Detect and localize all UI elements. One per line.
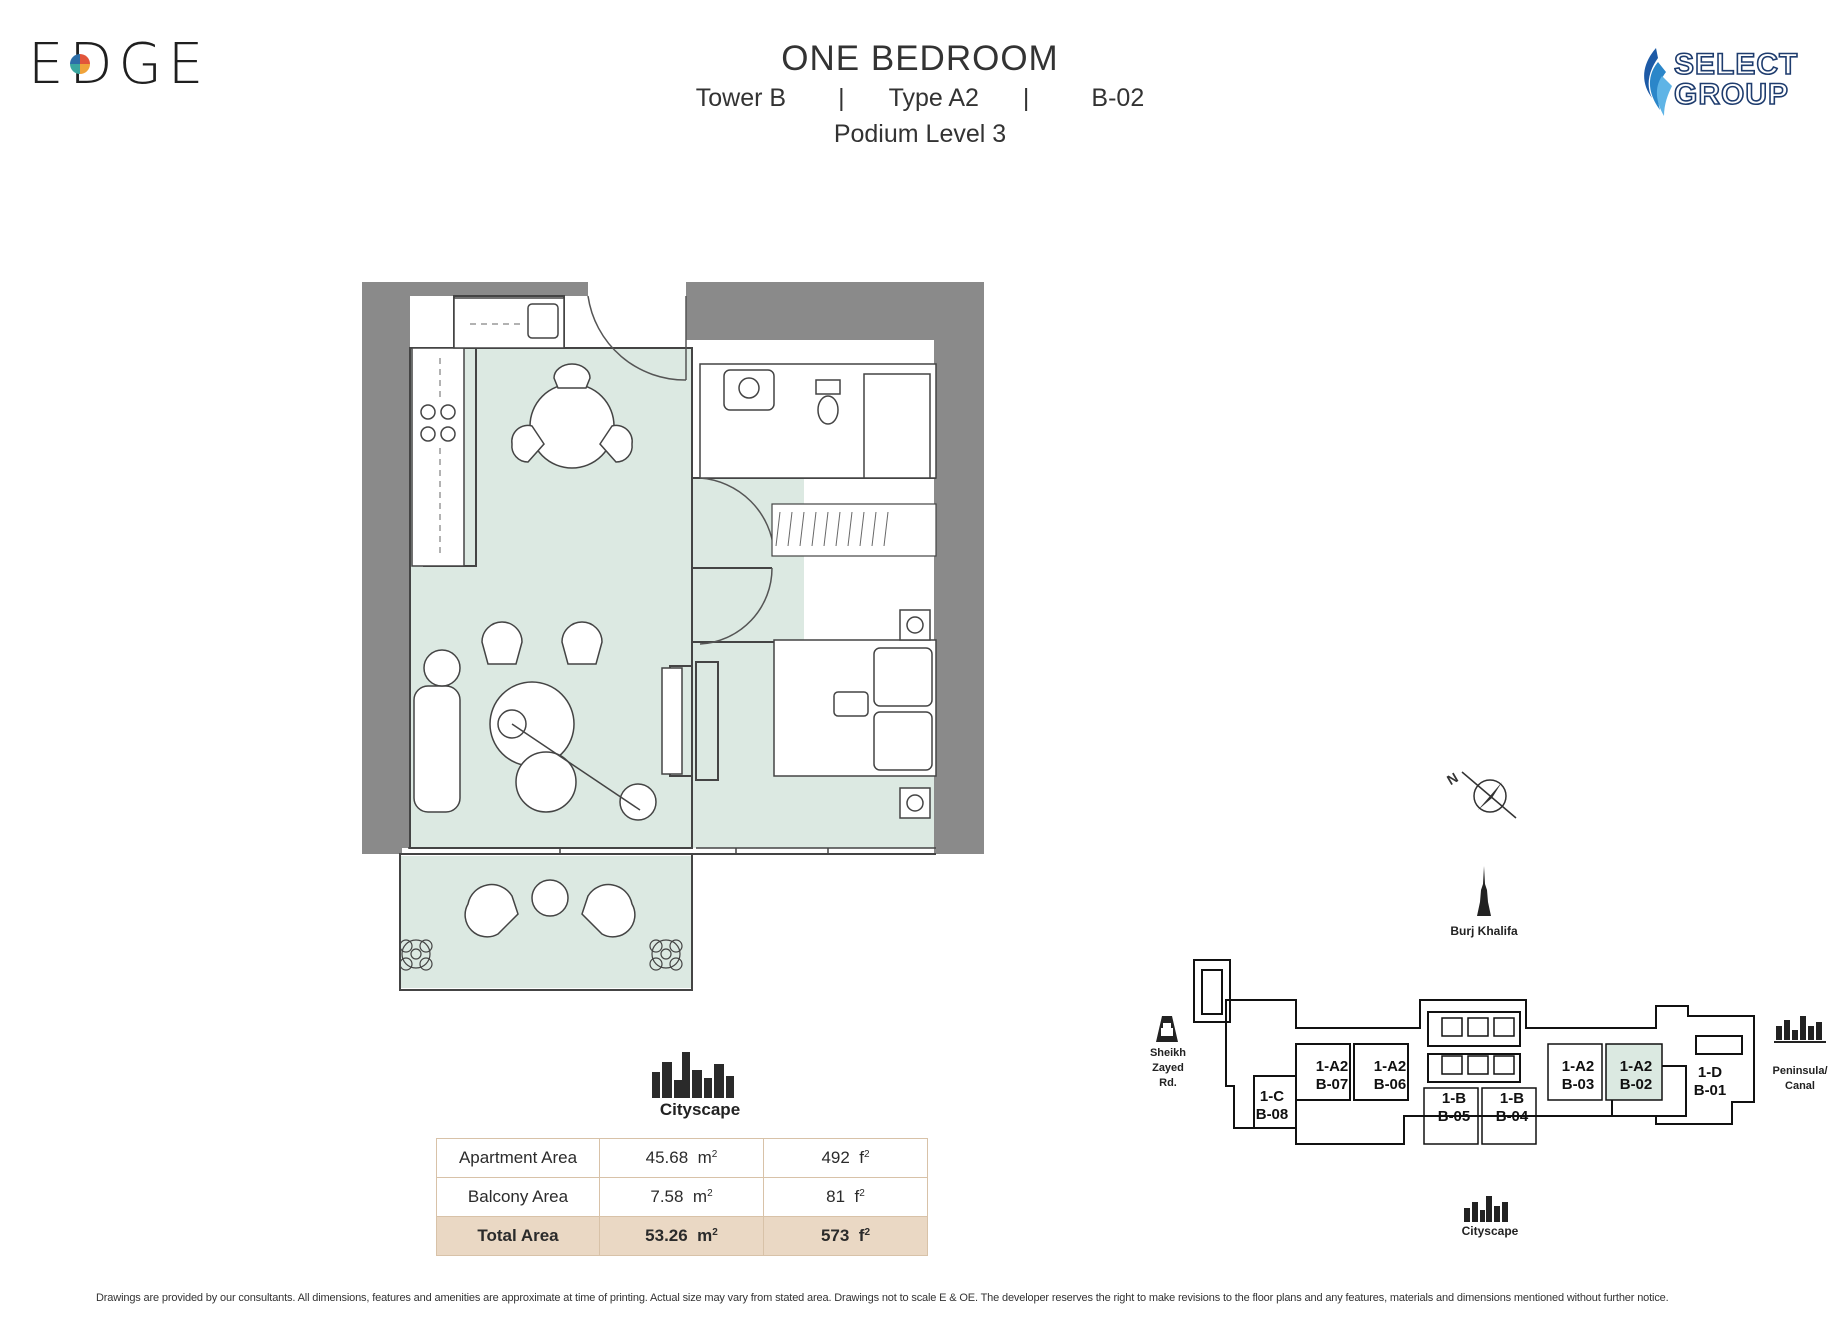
edge-logo-dot-icon [70,54,90,74]
table-row-total: Total Area 53.26 m2 573 f2 [436,1216,928,1256]
entry-door [587,295,687,381]
sqft-value: 81 [826,1187,846,1206]
page-title: ONE BEDROOM [781,39,1059,78]
wardrobe [771,503,937,557]
edge-logo-text: EDGE [28,32,210,97]
floor-plan [362,282,984,991]
compass-icon: N [1444,769,1517,819]
peninsula-skyline-icon [1774,1016,1826,1043]
unit-details: Tower B | Type A2 | B-02 [560,80,1280,116]
disclaimer: Drawings are provided by our consultants… [96,1292,1669,1304]
flame-icon [1644,48,1672,116]
area-table: Apartment Area 45.68 m2 492 f2 Balcony A… [436,1138,928,1256]
road-icon [1156,1016,1178,1042]
separator: | [838,84,845,112]
north-label: N [1444,769,1461,788]
row-label: Balcony Area [436,1177,600,1217]
select-logo-line2: GROUP [1673,78,1790,111]
kitchen [411,297,565,567]
row-label: Apartment Area [436,1138,600,1178]
bedroom-door [699,567,773,645]
peninsula-label-2: Canal [1785,1080,1815,1092]
separator: | [1022,84,1030,112]
table-row: Balcony Area 7.58 m2 81 f2 [436,1177,928,1217]
edge-logo: EDGE [28,32,210,97]
windows [408,847,936,855]
burj-khalifa-icon [1477,866,1491,916]
title-block: ONE BEDROOM Tower B | Type A2 | B-02 Podium … [560,38,1280,152]
balcony-furniture [464,879,636,938]
bathroom [699,363,937,479]
table-row: Apartment Area 45.68 m2 492 f2 [436,1138,928,1178]
sheikh-zayed-label-3: Rd. [1159,1077,1177,1089]
plant-icon [399,939,433,971]
living-furniture [413,621,683,821]
plant-icon [649,939,683,971]
skyline-icon [652,1052,734,1098]
sqm-value: 7.58 [650,1187,684,1206]
bed [773,609,937,819]
sqm-value: 53.26 [645,1226,688,1245]
sheikh-zayed-label-2: Zayed [1152,1062,1184,1074]
sheikh-zayed-label-1: Sheikh [1149,1047,1187,1059]
dining-table [511,363,633,469]
row-label: Total Area [436,1216,600,1256]
highlighted-unit [1605,1043,1663,1101]
key-plan-cityscape-label: Cityscape [1461,1224,1519,1238]
select-logo-line1: SELECT [1673,48,1799,81]
key-plan-skyline-icon [1464,1196,1508,1222]
walls [362,282,984,854]
tower-label: Tower B [695,84,787,112]
burj-khalifa-label: Burj Khalifa [1450,924,1518,938]
sqft-value: 492 [821,1148,850,1167]
cityscape-label: Cityscape [659,1100,741,1119]
key-plan [1193,959,1755,1145]
sqft-value: 573 [820,1226,850,1245]
peninsula-label-1: Peninsula/ [1772,1065,1828,1077]
level-label: Podium Level 3 [833,120,1007,148]
sqm-value: 45.68 [645,1148,689,1167]
unit-number: B-02 [1091,84,1145,112]
type-label: Type A2 [888,84,979,112]
